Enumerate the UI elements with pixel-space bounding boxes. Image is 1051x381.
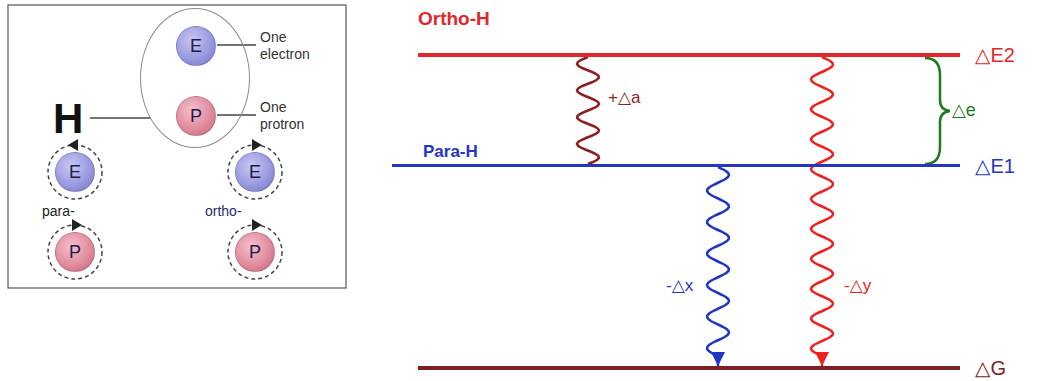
proton-circle: P [235, 232, 275, 272]
particle-letter: P [249, 243, 261, 261]
energy-level: Para-H△E1 [392, 164, 960, 167]
proton-circle: P [55, 232, 95, 272]
level-energy: △E1 [975, 154, 1015, 178]
transition-label: +△a [606, 88, 642, 108]
photon-wave [577, 57, 599, 164]
level-name: Ortho-H [418, 7, 490, 31]
level-energy: △G [975, 356, 1006, 380]
spin-arrow [252, 139, 262, 151]
electron-circle: E [235, 152, 275, 192]
panel-frame [8, 5, 346, 288]
particle-letter: E [190, 37, 202, 55]
spin-orbit [228, 225, 282, 279]
spin-arrow [72, 219, 82, 231]
atom-symbol: H [53, 97, 83, 141]
spin-orbit [48, 145, 102, 199]
transition-label: -△x [664, 276, 695, 296]
spin-orbit [228, 145, 282, 199]
callout-label: One protron [260, 99, 326, 133]
transition-label: -△y [842, 276, 873, 296]
callout-label: One electron [260, 29, 326, 63]
particle-letter: P [69, 243, 81, 261]
particle-letter: P [190, 107, 202, 125]
atom-ellipse: HEP [140, 8, 250, 148]
spin-state-label: para- [42, 203, 75, 220]
leader-line [217, 114, 256, 115]
proton-circle: P [176, 96, 216, 136]
gap-bracket [925, 58, 950, 164]
spin-state-label: ortho- [205, 203, 242, 220]
energy-level: Ortho-H△E2 [418, 53, 960, 57]
leader-line [217, 44, 256, 45]
electron-circle: E [55, 152, 95, 192]
particle-letter: E [69, 163, 81, 181]
spin-arrow [252, 219, 262, 231]
photon-wave [811, 57, 833, 366]
leader-line [90, 117, 151, 118]
ground-level: △G [418, 366, 960, 370]
spin-orbit [48, 225, 102, 279]
photon-wave [707, 167, 729, 366]
level-energy: △E2 [975, 43, 1015, 67]
particle-letter: E [249, 163, 261, 181]
level-name: Para-H [423, 140, 478, 164]
electron-circle: E [176, 26, 216, 66]
gap-label: △e [952, 100, 976, 121]
